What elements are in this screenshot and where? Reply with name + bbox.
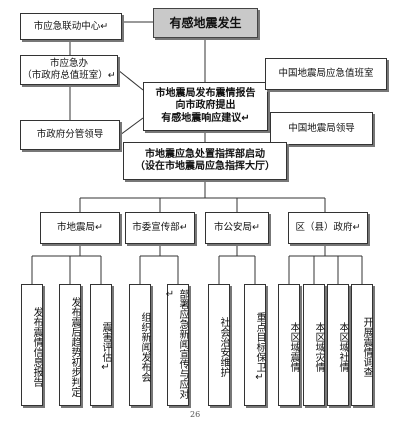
dept-publicity: 市委宣传部↵ [125, 212, 195, 244]
task-police-1: 社会治安维护 [208, 284, 230, 406]
cea-duty-box: 中国地震局应急值班室 [265, 58, 387, 90]
dept-district-gov: 区（县）政府↵ [288, 212, 368, 244]
task-seismology-1: 发布震情信息报告 [21, 284, 43, 406]
cea-leader-box: 中国地震局领导 [270, 112, 373, 145]
linkage-center-box: 市应急联动中心↵ [20, 13, 122, 40]
task-district-2: 本区域灾情 [303, 284, 325, 406]
task-seismology-3: 震害评估↵ [90, 284, 112, 406]
page-number: 26 [190, 410, 201, 419]
task-district-1: 本区域震情 [278, 284, 300, 406]
task-district-3: 本区域社情 [327, 284, 349, 406]
gov-leader-box: 市政府分管领导 [20, 120, 120, 150]
gov-office-box: 市应急办 （市政府总值班室）↵ [20, 55, 118, 85]
task-police-2: 重点目标保卫↵ [244, 284, 266, 406]
task-seismology-2: 发布震后趋势初步判定 [59, 284, 81, 406]
center-report-box: 市地震局发布震情报告 向市政府提出 有感地震响应建议↵ [143, 82, 268, 131]
dept-seismology: 市地震局↵ [40, 212, 120, 244]
dept-police: 市公安局↵ [205, 212, 269, 244]
task-publicity-1: 组织新闻发布会 [129, 284, 151, 406]
task-publicity-2: 部署应急新闻宣传与应对↵ [165, 284, 189, 406]
task-district-4: 开展震情调查 [351, 284, 373, 406]
top-event-box: 有感地震发生 [153, 8, 258, 38]
command-box: 市地震应急处置指挥部启动 （设在市地震局应急指挥大厅） [123, 142, 287, 180]
